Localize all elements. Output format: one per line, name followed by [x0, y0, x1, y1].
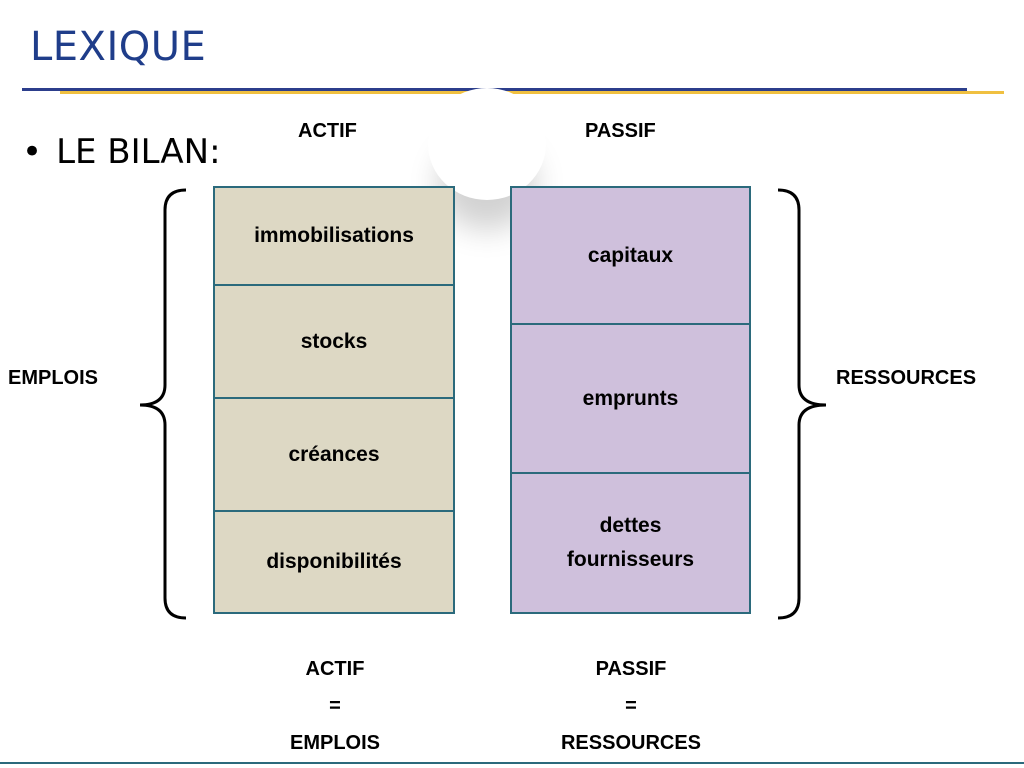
eq-right-bottom: RESSOURCES — [560, 732, 702, 754]
title-rule-gold — [60, 91, 1004, 94]
actif-column: immobilisations stocks créances disponib… — [213, 186, 455, 614]
cell-creances: créances — [215, 399, 453, 512]
passif-column: capitaux emprunts dettes fournisseurs — [510, 186, 751, 614]
right-brace — [777, 188, 827, 620]
cell-immobilisations: immobilisations — [215, 188, 453, 286]
cell-dettes-fournisseurs: dettes fournisseurs — [566, 514, 695, 571]
eq-left-bottom: EMPLOIS — [289, 732, 380, 754]
header-passif: PASSIF — [585, 120, 656, 142]
eq-right-top: PASSIF — [595, 658, 667, 680]
decorative-circle — [428, 88, 546, 200]
cell-stocks: stocks — [215, 286, 453, 399]
left-brace — [139, 188, 187, 620]
header-actif: ACTIF — [298, 120, 357, 142]
bullet-item: • LE BILAN: — [22, 132, 221, 172]
footer-rule — [0, 762, 1024, 764]
slide-title: LEXIQUE — [30, 24, 207, 70]
cell-emprunts: emprunts — [512, 325, 749, 474]
cell-disponibilites: disponibilités — [266, 550, 402, 573]
bullet-icon: • — [22, 132, 43, 172]
eq-left-sign: = — [329, 695, 341, 717]
label-ressources: RESSOURCES — [836, 367, 977, 389]
bullet-text: LE BILAN: — [56, 132, 221, 172]
cell-capitaux: capitaux — [512, 188, 749, 325]
label-emplois: EMPLOIS — [8, 367, 99, 389]
eq-right-sign: = — [625, 695, 637, 717]
eq-left-top: ACTIF — [305, 658, 365, 680]
